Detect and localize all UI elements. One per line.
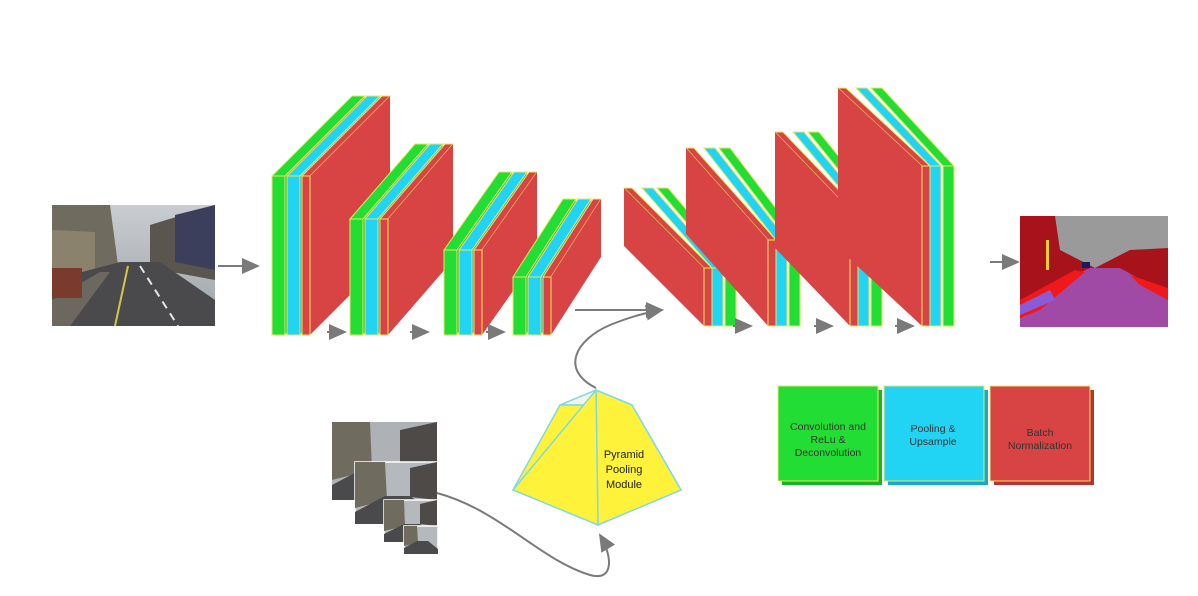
curve-arrow-from-pyramid <box>574 304 664 389</box>
encoder-block-3-pool-front <box>458 249 473 336</box>
legend-bn-line-1: Batch <box>1027 427 1054 439</box>
decoder-block-3-bn-side <box>775 132 850 326</box>
encoder-block-3-conv-front <box>443 249 458 336</box>
encoder-block-2-conv-front <box>349 218 364 336</box>
curve-arrow-to-pyramid <box>436 492 616 578</box>
pyramid-label-line-3: Module <box>606 479 642 491</box>
output-segmentation <box>1020 216 1168 327</box>
encoder-block-4-bn-front <box>542 276 552 336</box>
decoder-block-1-bn-front <box>703 267 713 327</box>
legend-pool-line-1: Pooling & <box>911 423 956 435</box>
pyramid-label-line-2: Pooling <box>606 464 643 476</box>
encoder-block-1-pool-front <box>286 175 301 336</box>
encoder-block-1-bn-front <box>301 175 311 336</box>
legend-conv-line-1: Convolution and <box>790 421 866 433</box>
encoder-block-3-bn-side <box>482 172 537 335</box>
decoder-block-1-pool-front <box>711 267 724 327</box>
decoder-block-4-pool-front <box>929 165 942 327</box>
legend: Convolution and ReLu & Deconvolution Poo… <box>777 385 1094 485</box>
encoder-block-4-pool-front <box>527 276 542 336</box>
encoder-block-4-bn-side <box>551 199 601 335</box>
encoder-block-1-bn-side <box>310 96 390 335</box>
encoder-block-2-pool-front <box>364 218 379 336</box>
input-image <box>52 205 215 327</box>
legend-conv: Convolution and ReLu & Deconvolution <box>777 385 882 485</box>
decoder-block-2-bn-front <box>767 239 777 327</box>
network-blocks <box>270 87 956 337</box>
legend-conv-line-3: Deconvolution <box>795 447 862 459</box>
decoder-block-1-bn-side <box>624 188 704 326</box>
legend-conv-line-2: ReLu & <box>810 434 845 446</box>
encoder-block-2-bn-front <box>379 218 389 336</box>
legend-bn-line-2: Normalization <box>1008 440 1072 452</box>
decoder-block-4-bn-front <box>921 165 931 327</box>
encoder-block-1-conv-front <box>271 175 286 336</box>
pyramid-label-line-1: Pyramid <box>604 449 644 461</box>
encoder-block-3-bn-front <box>473 249 483 336</box>
legend-pool-line-2: Upsample <box>909 436 956 448</box>
pyramid-pooling-module: Pyramid Pooling Module <box>511 387 683 527</box>
multiscale-images <box>332 422 439 555</box>
scale-image-4 <box>403 525 439 555</box>
encoder-block-4-conv-front <box>512 276 527 336</box>
decoder-block-2-bn-side <box>686 148 768 326</box>
legend-bn: Batch Normalization <box>989 385 1094 485</box>
legend-pool: Pooling & Upsample <box>883 385 988 485</box>
decoder-block-4-bn-side <box>838 88 922 326</box>
decoder-block-4-conv-front <box>942 165 955 327</box>
encoder-block-2-bn-side <box>388 144 453 335</box>
